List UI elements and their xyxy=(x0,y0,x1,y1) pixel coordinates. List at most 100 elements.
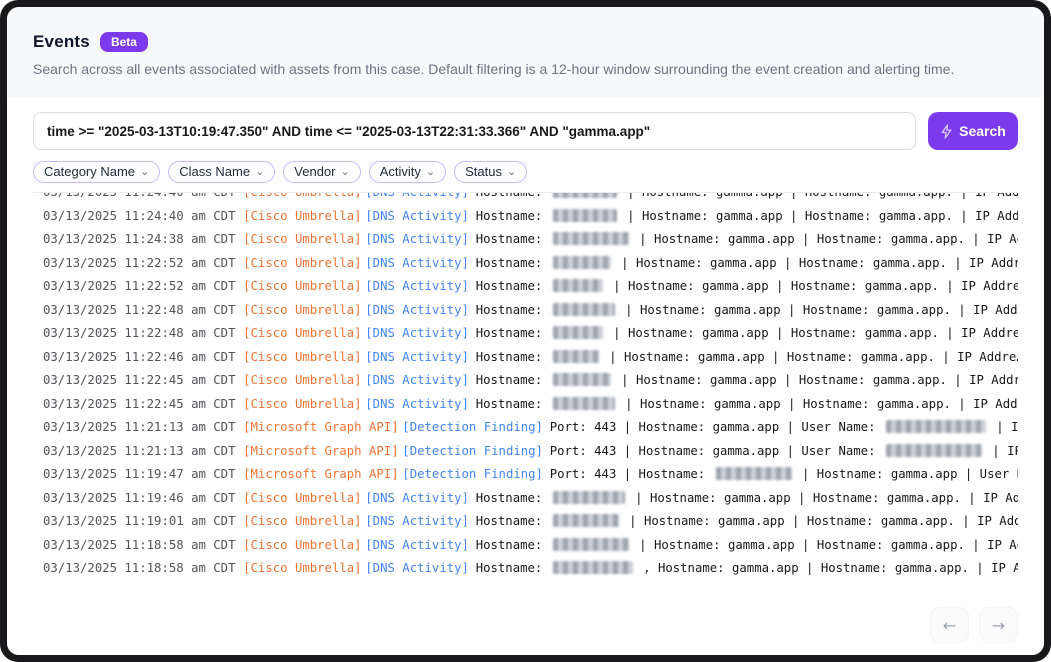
event-vendor-tag: [Cisco Umbrella] xyxy=(243,350,361,364)
event-row: 03/13/2025 11:21:13 am CDT [Microsoft Gra… xyxy=(43,440,1018,464)
event-message-text: | Hostname: gamma.app | Hostname: gamma.… xyxy=(620,209,1018,223)
event-row: 03/13/2025 11:21:13 am CDT[Microsoft Gra… xyxy=(43,416,1018,440)
event-timestamp: 03/13/2025 11:19:47 am CDT xyxy=(43,467,236,481)
event-row: 03/13/2025 11:22:48 am CDT [Cisco Umbrell… xyxy=(43,322,1018,346)
event-vendor-tag: [Microsoft Graph API] xyxy=(243,467,398,481)
event-timestamp: 03/13/2025 11:21:13 am CDT xyxy=(43,444,236,458)
event-class-tag: [DNS Activity] xyxy=(365,303,469,317)
event-timestamp: 03/13/2025 11:22:48 am CDT xyxy=(43,303,236,317)
redacted-text xyxy=(553,397,615,410)
event-message-text: | Hostname: gamma.app | Hostname: gamma.… xyxy=(606,279,1018,293)
redacted-text xyxy=(553,514,619,527)
event-row: 03/13/2025 11:24:40 am CDT[Cisco Umbrell… xyxy=(43,205,1018,229)
event-message-text: Hostname: xyxy=(476,279,550,293)
redacted-text xyxy=(553,279,603,292)
event-timestamp: 03/13/2025 11:19:46 am CDT xyxy=(43,491,236,505)
event-vendor-tag: [Cisco Umbrella] xyxy=(243,538,361,552)
event-message: Hostname: | Hostname: gamma.app | Hostna… xyxy=(476,326,1018,340)
event-message: Hostname: | Hostname: gamma.app | Hostna… xyxy=(476,350,1018,364)
event-message: Hostname: | Hostname: gamma.app | Hostna… xyxy=(476,373,1018,387)
event-message: Hostname: | Hostname: gamma.app | Hostna… xyxy=(476,514,1018,528)
redacted-text xyxy=(553,303,615,316)
event-message: Hostname: | Hostname: gamma.app | Hostna… xyxy=(476,279,1018,293)
event-list[interactable]: 03/13/2025 11:24:40 am CDT [Cisco Umbrell… xyxy=(33,192,1018,594)
filter-chip-activity[interactable]: Activity ⌄ xyxy=(369,161,446,183)
event-timestamp: 03/13/2025 11:19:01 am CDT xyxy=(43,514,236,528)
page-title: Events xyxy=(33,32,90,52)
search-button[interactable]: Search xyxy=(928,112,1018,150)
filter-chip-label: Vendor xyxy=(294,164,335,179)
event-vendor-tag: [Cisco Umbrella] xyxy=(243,326,361,340)
event-message-text: | IP Add… xyxy=(985,444,1018,458)
event-class-tag: [DNS Activity] xyxy=(365,397,469,411)
event-message: Hostname: | Hostname: gamma.app | Hostna… xyxy=(476,397,1018,411)
event-message: Hostname: | Hostname: gamma.app | Hostna… xyxy=(476,209,1018,223)
event-message-text: | Hostname: gamma.app | Hostname: gamma.… xyxy=(620,192,1018,199)
redacted-text xyxy=(553,256,611,269)
event-timestamp: 03/13/2025 11:21:13 am CDT xyxy=(43,420,236,434)
event-message-text: | Hostname: gamma.app | Hostname: gamma.… xyxy=(614,256,1018,270)
redacted-text xyxy=(716,467,792,480)
event-message-text: Hostname: xyxy=(476,192,550,199)
event-vendor-tag: [Microsoft Graph API] xyxy=(243,444,398,458)
redacted-text xyxy=(553,192,617,198)
event-timestamp: 03/13/2025 11:22:52 am CDT xyxy=(43,256,236,270)
event-timestamp: 03/13/2025 11:18:58 am CDT xyxy=(43,561,236,575)
event-timestamp: 03/13/2025 11:24:40 am CDT xyxy=(43,209,236,223)
event-timestamp: 03/13/2025 11:24:40 am CDT xyxy=(43,192,236,199)
redacted-text xyxy=(886,420,986,433)
search-query-input[interactable] xyxy=(33,112,916,150)
event-message: Hostname: | Hostname: gamma.app | Hostna… xyxy=(476,232,1018,246)
event-row: 03/13/2025 11:22:52 am CDT[Cisco Umbrell… xyxy=(43,275,1018,299)
filter-chip-vendor[interactable]: Vendor ⌄ xyxy=(283,161,360,183)
event-vendor-tag: [Cisco Umbrella] xyxy=(243,514,361,528)
event-message-text: , Hostname: gamma.app | Hostname: gamma.… xyxy=(636,561,1018,575)
event-message-text: Hostname: xyxy=(476,561,550,575)
chevron-down-icon: ⌄ xyxy=(507,167,516,177)
beta-badge: Beta xyxy=(100,32,148,52)
event-message-text: Hostname: xyxy=(476,491,550,505)
event-class-tag: [DNS Activity] xyxy=(365,373,469,387)
event-message-text: Hostname: xyxy=(476,538,550,552)
event-row: 03/13/2025 11:22:45 am CDT [Cisco Umbrell… xyxy=(43,393,1018,417)
event-message: Hostname: , Hostname: gamma.app | Hostna… xyxy=(476,561,1018,575)
prev-page-button[interactable]: ← xyxy=(930,607,969,643)
filter-chip-label: Status xyxy=(465,164,502,179)
event-message: Port: 443 | Hostname: | Hostname: gamma.… xyxy=(550,467,1018,481)
event-message-text: Hostname: xyxy=(476,256,550,270)
event-row: 03/13/2025 11:22:52 am CDT [Cisco Umbrell… xyxy=(43,252,1018,276)
event-row: 03/13/2025 11:24:40 am CDT[Cisco Umbrell… xyxy=(43,192,1018,205)
event-message-text: Hostname: xyxy=(476,397,550,411)
event-timestamp: 03/13/2025 11:24:38 am CDT xyxy=(43,232,236,246)
search-button-label: Search xyxy=(959,123,1006,139)
event-vendor-tag: [Cisco Umbrella] xyxy=(243,397,361,411)
redacted-text xyxy=(553,491,625,504)
event-vendor-tag: [Cisco Umbrella] xyxy=(243,256,361,270)
event-timestamp: 03/13/2025 11:22:45 am CDT xyxy=(43,397,236,411)
event-message-text: | Hostname: gamma.app | Hostname: gamma.… xyxy=(628,491,1018,505)
event-row: 03/13/2025 11:19:46 am CDT [Cisco Umbrell… xyxy=(43,487,1018,511)
event-message-text: | Hostname: gamma.app | Hostname: gamma.… xyxy=(602,350,1018,364)
event-row: 03/13/2025 11:19:47 am CDT [Microsoft Gra… xyxy=(43,463,1018,487)
filter-chip-category-name[interactable]: Category Name ⌄ xyxy=(33,161,160,183)
event-message-text: | Hostname: gamma.app | Hostname: gamma.… xyxy=(614,373,1018,387)
arrow-left-icon: ← xyxy=(943,616,956,635)
main-content: Search Category Name ⌄ Class Name ⌄ Vend… xyxy=(7,97,1044,655)
next-page-button[interactable]: → xyxy=(979,607,1018,643)
event-message-text: | IP Add… xyxy=(989,420,1018,434)
event-message: Hostname: | Hostname: gamma.app | Hostna… xyxy=(476,538,1018,552)
event-class-tag: [Detection Finding] xyxy=(402,444,543,458)
event-message-text: | Hostname: gamma.app | Hostname: gamma.… xyxy=(618,397,1018,411)
event-class-tag: [Detection Finding] xyxy=(402,467,543,481)
event-timestamp: 03/13/2025 11:22:48 am CDT xyxy=(43,326,236,340)
event-message-text: Port: 443 | Hostname: gamma.app | User N… xyxy=(550,420,883,434)
event-vendor-tag: [Cisco Umbrella] xyxy=(243,279,361,293)
redacted-text xyxy=(553,350,599,363)
page-subtitle: Search across all events associated with… xyxy=(33,61,1018,77)
event-message-text: | Hostname: gamma.app | Hostname: gamma.… xyxy=(622,514,1018,528)
event-vendor-tag: [Cisco Umbrella] xyxy=(243,491,361,505)
filter-chip-class-name[interactable]: Class Name ⌄ xyxy=(168,161,275,183)
filter-chip-status[interactable]: Status ⌄ xyxy=(454,161,527,183)
redacted-text xyxy=(886,444,982,457)
